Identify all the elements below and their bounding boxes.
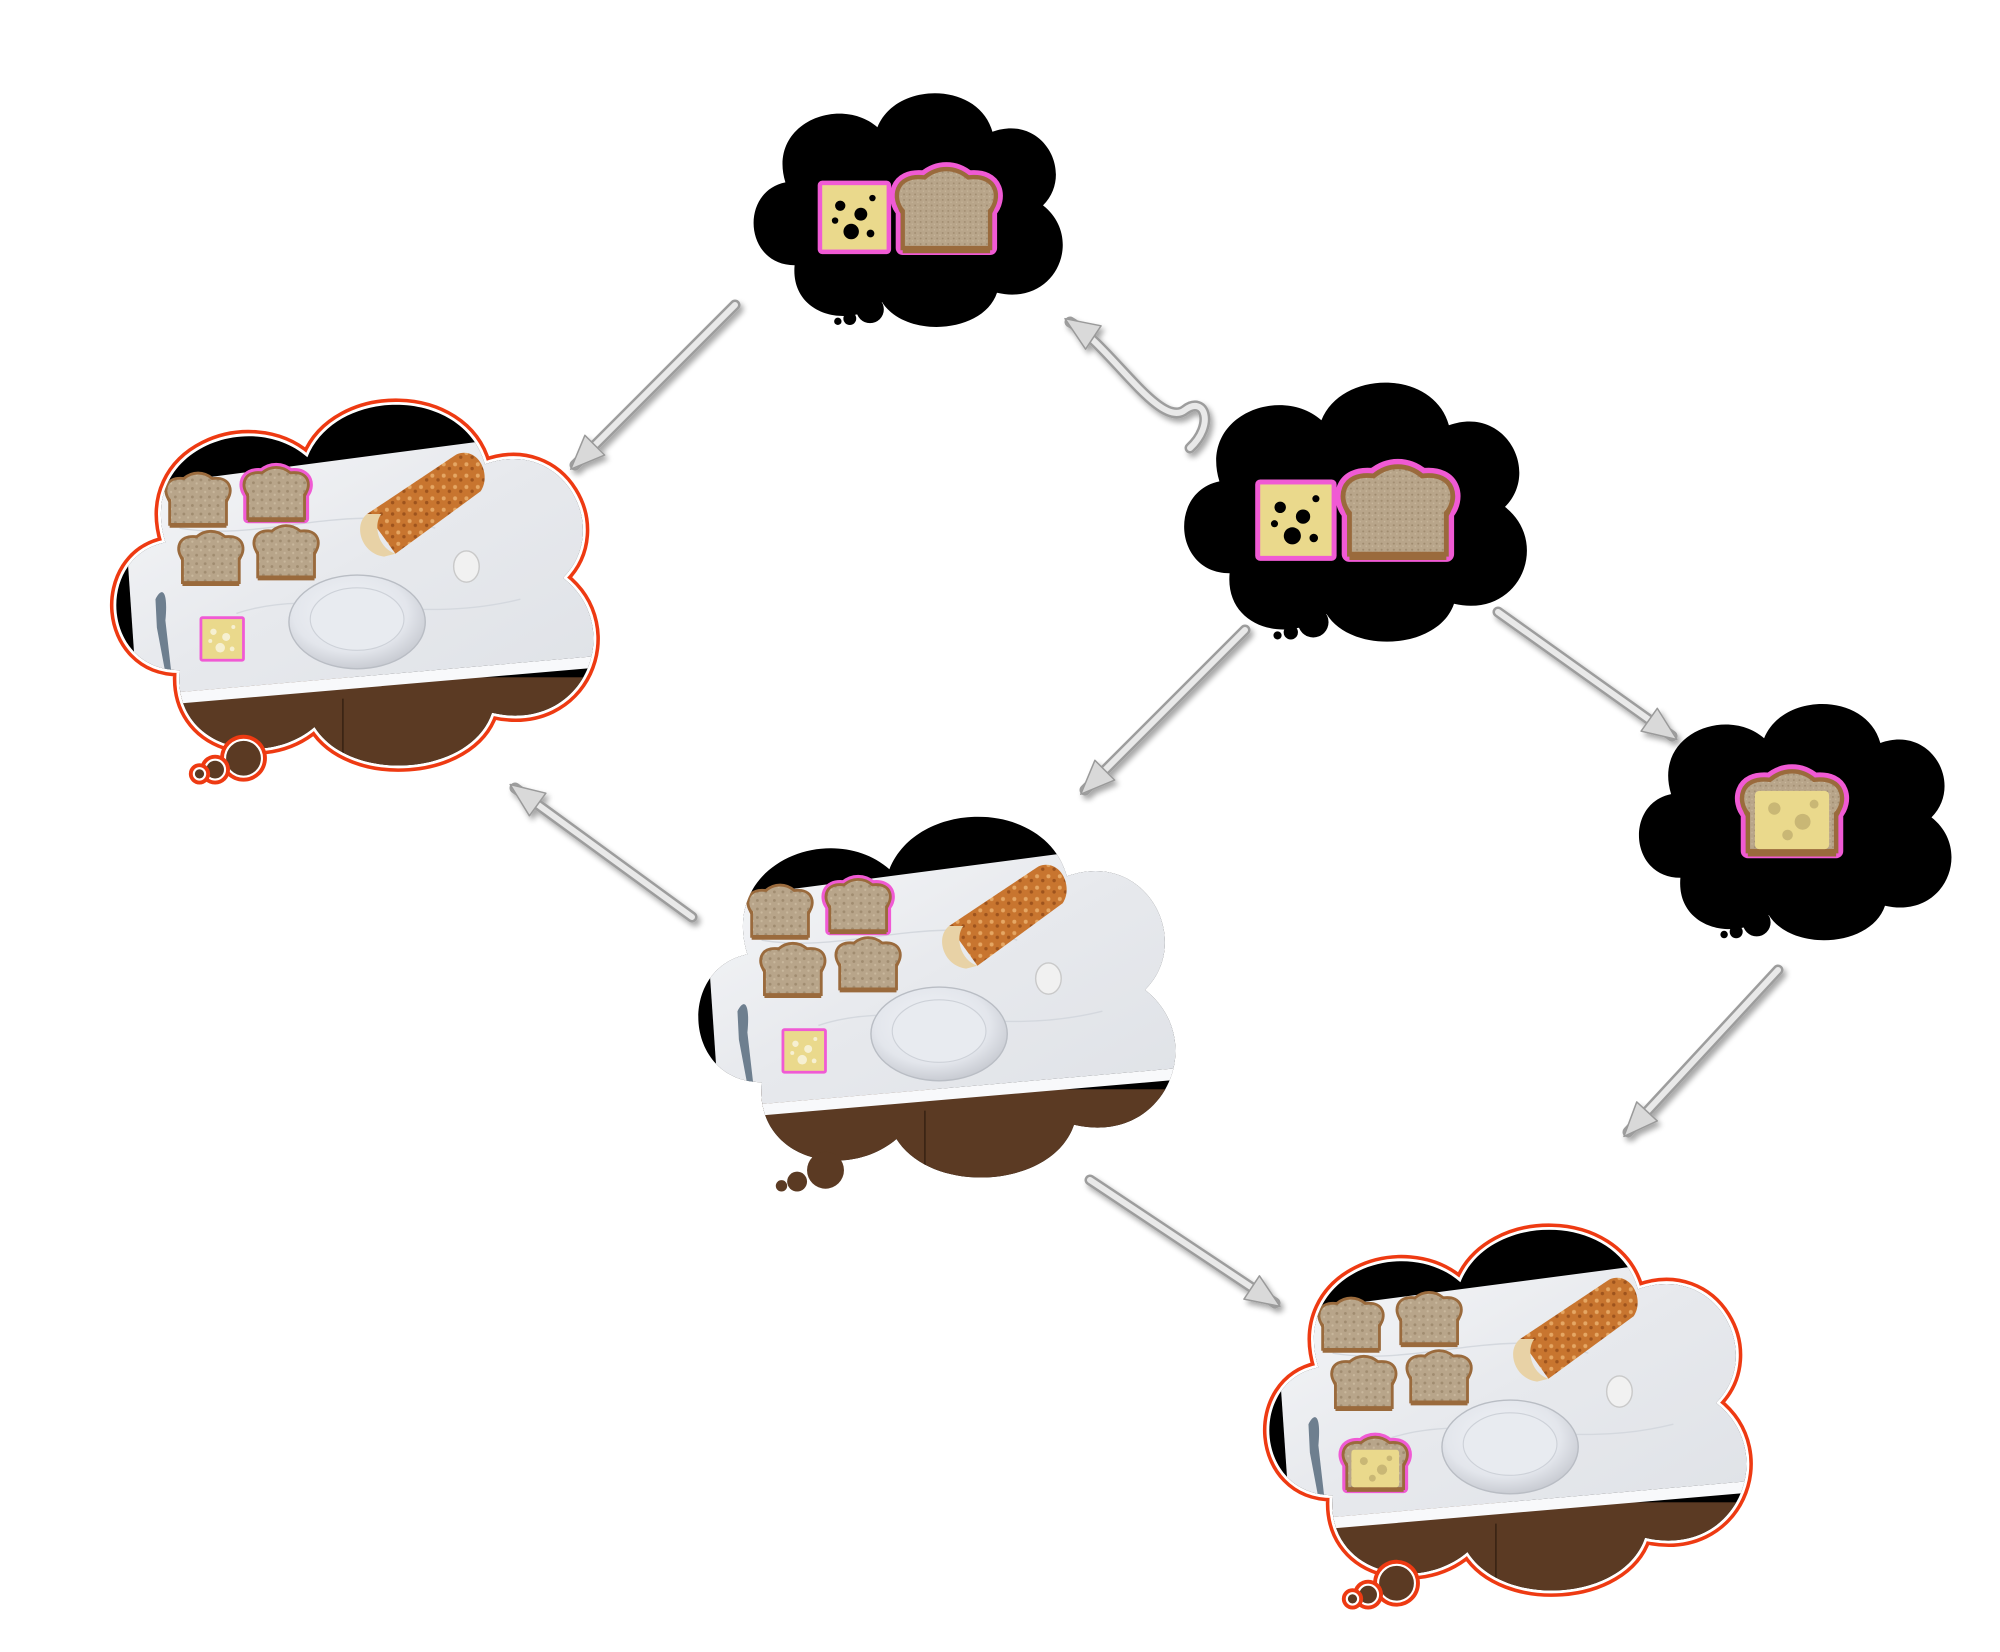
bread-slice-3 [177, 529, 245, 586]
cheese-on-top [1754, 790, 1830, 850]
thought-bubble-large [1742, 908, 1771, 937]
thought-bubble-medium [1283, 625, 1298, 640]
plate [288, 574, 426, 670]
arrow-scene-center-to-scene-bottom-right [1084, 1174, 1281, 1309]
arrow-head [1640, 707, 1678, 741]
bread-slice-2 [239, 462, 313, 524]
plate [870, 986, 1008, 1082]
bread-slice-3 [759, 941, 827, 998]
bread-slice-2 [821, 874, 895, 936]
arrow-head [570, 434, 606, 470]
scene-left [66, 358, 634, 785]
egg [1605, 1375, 1633, 1408]
thought-bubble-medium [843, 312, 857, 325]
scene-center [698, 816, 1176, 1192]
thought-bubble-small [834, 317, 842, 325]
arrow-thought-cheese-and-bread-right-to-thought-cheese-on-bread [1492, 606, 1678, 742]
arrow-layer [509, 299, 1784, 1309]
cabinet [1269, 1502, 1747, 1591]
bread-slice [1335, 458, 1461, 562]
thought-bubble-small [1720, 930, 1728, 939]
thought-bubble-small [775, 1180, 788, 1192]
bread-slice [889, 162, 1003, 256]
thought-bubble-large [223, 738, 264, 778]
thought-bubble-medium [787, 1171, 808, 1192]
knife [155, 592, 172, 674]
thought-cheese-and-bread-top [753, 93, 1063, 327]
arrow-thought-cheese-on-bread-to-scene-bottom-right [1622, 964, 1784, 1138]
knife [737, 1004, 754, 1086]
bread-slice-4 [252, 524, 320, 581]
cheese-on-top [1351, 1449, 1400, 1488]
bread-slice-4 [834, 936, 902, 993]
thought-cheese-and-bread-right [1184, 382, 1527, 642]
bread-loaf [1513, 1277, 1638, 1382]
arrow-head [509, 783, 547, 817]
thought-cheese-on-bread [1638, 703, 1952, 941]
bread-loaf [360, 452, 485, 557]
cabinet [116, 677, 594, 766]
arrow-head [1623, 1101, 1659, 1138]
cheese-on-bread [1338, 1432, 1412, 1494]
bread-slice-4 [1405, 1349, 1473, 1406]
egg [1034, 962, 1062, 995]
thought-bubble-large [807, 1151, 844, 1189]
scene-bottom-right [1219, 1183, 1787, 1610]
cheese-slice [1255, 479, 1337, 561]
bread-slice-3 [1330, 1354, 1398, 1411]
bread-slice-1 [164, 471, 232, 528]
thought-bubble-large [856, 295, 884, 324]
plate [1441, 1399, 1579, 1495]
bread-loaf [942, 864, 1067, 969]
cheese-slice [199, 616, 245, 662]
arrow-head [1243, 1275, 1281, 1308]
knife [1308, 1417, 1325, 1499]
node-layer [66, 93, 1952, 1610]
arrow-head [1080, 759, 1116, 795]
arrow-thought-cheese-and-bread-top-to-scene-left [569, 299, 741, 471]
thought-bubble-large [1297, 606, 1329, 638]
thought-bubble-medium [1729, 925, 1743, 939]
arrow-thought-cheese-and-bread-right-to-thought-cheese-and-bread-top [1064, 316, 1211, 454]
egg [452, 550, 480, 583]
thought-bubble-small [1273, 631, 1282, 640]
bread-slice-1 [746, 883, 814, 940]
thought-bubble-small [1345, 1592, 1360, 1606]
bread-slice-2 [1395, 1290, 1463, 1348]
thought-bubble-small [192, 767, 207, 781]
cheese-on-bread [1734, 764, 1850, 859]
arrow-thought-cheese-and-bread-right-to-scene-center [1079, 624, 1251, 796]
cheese-slice [817, 180, 892, 255]
arrow-head [1064, 317, 1102, 350]
cheese-slice [781, 1028, 827, 1074]
bread-slice-1 [1317, 1296, 1385, 1353]
thought-bubble-large [1376, 1563, 1417, 1603]
arrow-scene-center-to-scene-left [509, 782, 698, 923]
